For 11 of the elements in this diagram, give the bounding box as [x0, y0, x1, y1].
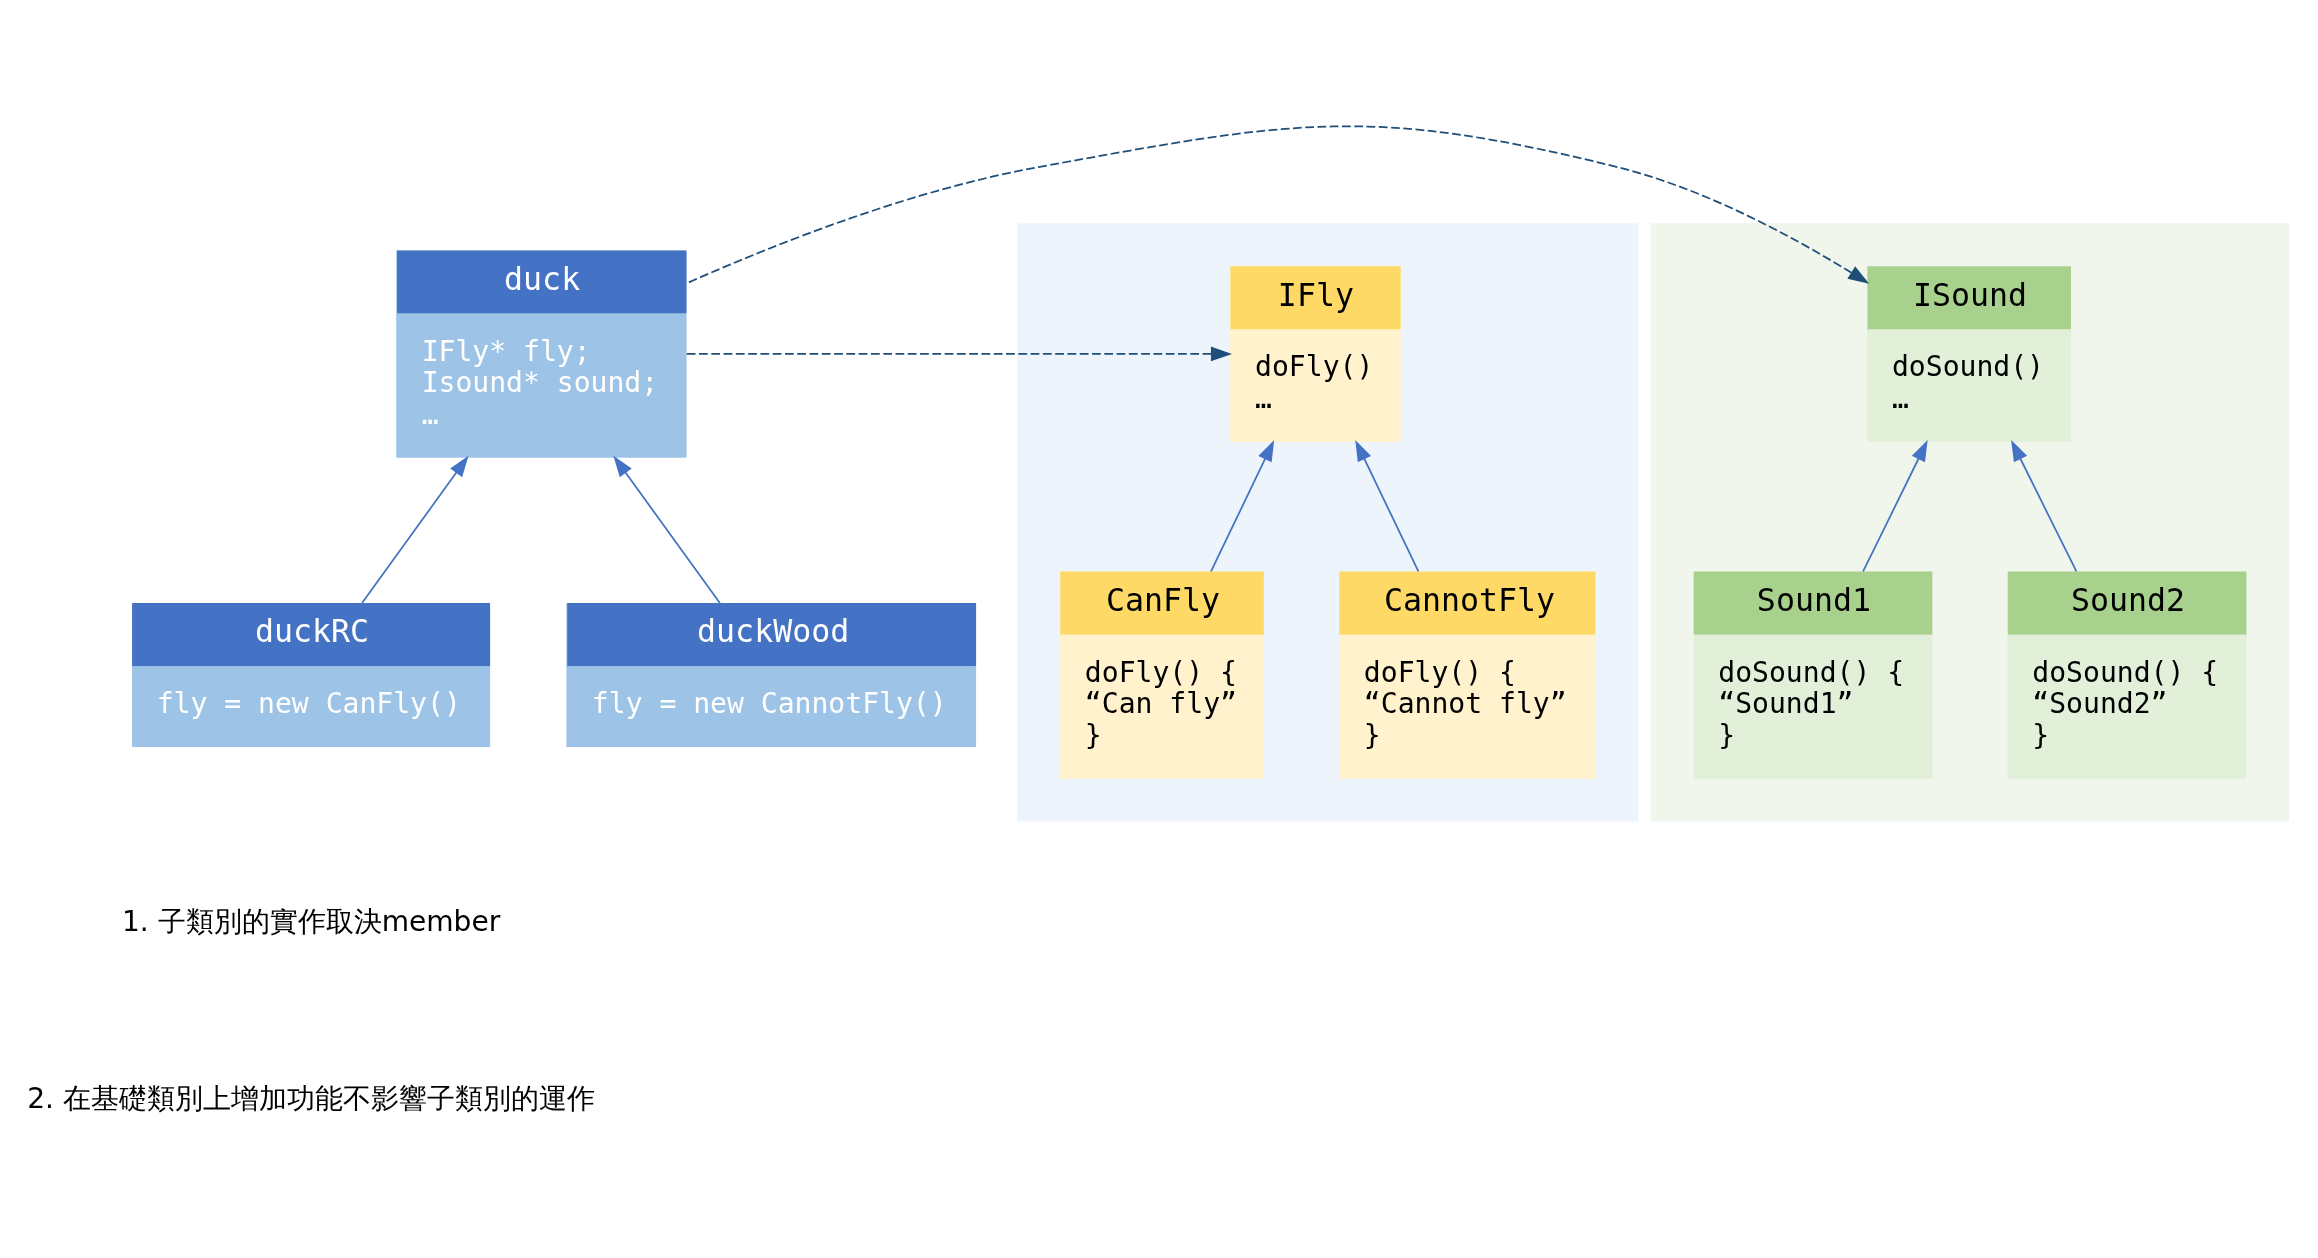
arrow — [1355, 439, 1420, 572]
cluster — [1017, 222, 1639, 822]
arrow — [1210, 439, 1275, 572]
label: 1. 子類別的實作取決member — [121, 904, 501, 938]
label: 2. 在基礎類別上增加功能不影響子類別的運作 — [27, 1081, 595, 1115]
arrow — [361, 455, 469, 604]
arrow — [2011, 439, 2078, 572]
arrow — [685, 346, 1233, 361]
arrow — [1862, 439, 1928, 572]
cluster — [1650, 222, 2290, 822]
arrow — [613, 455, 721, 604]
